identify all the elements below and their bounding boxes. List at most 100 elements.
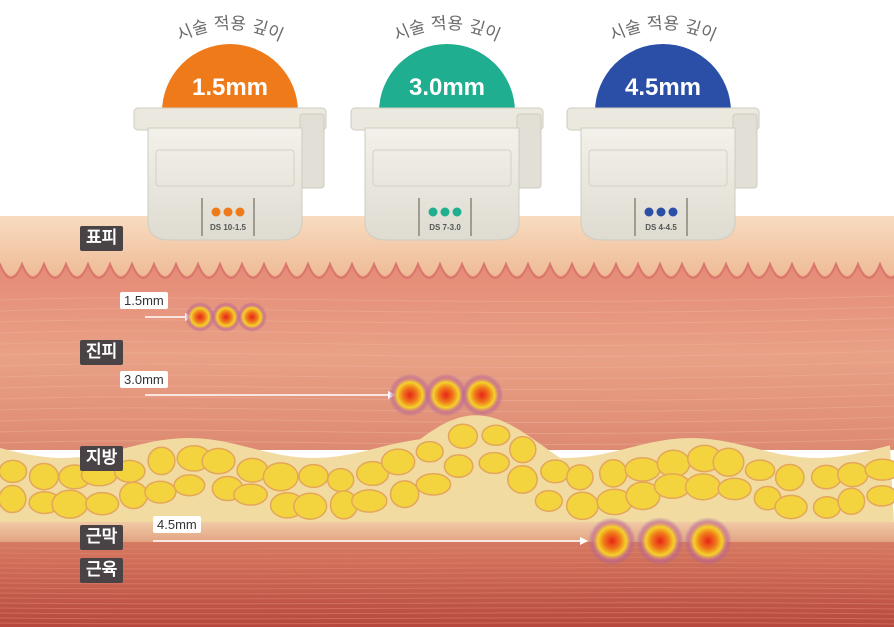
fat-cell [656,449,691,478]
dermis-fiber [0,328,894,336]
fat-cell [85,491,120,516]
cartridge-cap [566,107,760,131]
cartridge-indicator-dot [452,207,462,217]
muscle-fibers [0,547,894,625]
label-epidermis: 표피 [80,226,124,251]
cartridge-indicator-dot [644,207,654,217]
fat-cell [293,492,328,520]
muscle-fiber [0,572,894,575]
depth-dome [379,44,515,112]
fat-cell [864,458,894,481]
fat-cell [389,480,420,509]
muscle-fiber [0,562,894,565]
cartridge-clip [299,113,325,189]
fat-cell [509,435,537,464]
fat-cell [355,460,390,487]
cartridge-model: DS 7-3.0 [429,223,461,232]
fat-cell [415,473,452,496]
muscle-layer [0,542,894,627]
fat-cell [774,463,805,492]
fat-cell [625,481,661,511]
fat-cell [447,423,479,449]
cartridge-indicator-dot [211,207,221,217]
fat-cell [173,474,206,497]
focal-point [237,302,267,332]
fat-cell [351,489,388,513]
dermis-fiber [0,306,894,314]
label-muscle: 근육 [80,558,124,583]
fat-cell [478,451,510,475]
depth-tag-2: 3.0mm [120,371,168,388]
depth-dome [162,44,298,112]
fat-cell [144,480,177,504]
muscle-fiber [0,567,894,570]
dermis-fiber [0,394,894,402]
fat-cell [481,424,511,447]
depth-dome-label: 1.5mm [192,74,268,101]
cartridge-body [580,127,736,241]
dermis-fiber [0,427,894,435]
depth-markers [145,302,732,565]
fat-cell [712,447,745,477]
fat-cell [717,477,752,501]
focal-point [588,517,636,565]
dermis-fiber [0,383,894,391]
cartridge-body [364,127,520,241]
muscle-fiber [0,557,894,560]
cartridge-indicator-dot [440,207,450,217]
label-fascia: 근막 [80,525,124,550]
muscle-fiber [0,622,894,625]
cartridge-model: DS 10-1.5 [210,223,247,232]
fat-cell [118,481,149,510]
depth-dome [595,44,731,112]
muscle-fiber [0,552,894,555]
fat-cell [866,484,894,507]
fat-cell [507,465,538,494]
fat-cell [566,464,594,491]
dermis-fiber [0,372,894,380]
fat-cell [0,484,27,514]
fat-cell [443,454,474,479]
fat-cell [837,487,866,516]
muscle-fiber [0,602,894,605]
focal-point [185,302,215,332]
depth-tag-3: 4.5mm [153,516,201,533]
cartridge-indicator-dot [656,207,666,217]
muscle-fiber [0,582,894,585]
fat-cell [598,459,628,488]
fat-cell [0,459,28,484]
dermis-papillae [0,261,894,279]
dermis-fiber [0,405,894,413]
label-dermis: 진피 [80,340,124,365]
cartridge-indicator-dot [668,207,678,217]
cartridge-window [588,149,728,187]
fat-cell [262,462,299,492]
fat-cell [540,459,571,484]
fat-cell [51,489,89,519]
cartridge-body [147,127,303,241]
muscle-fiber [0,587,894,590]
cartridge-clip [516,113,542,189]
cartridge-window [372,149,512,187]
cartridge-indicator-dot [223,207,233,217]
fat-cell [415,440,444,463]
label-fat: 지방 [80,446,124,471]
muscle-fiber [0,612,894,615]
fat-cell [624,456,661,482]
fat-cell [774,494,808,520]
muscle-fiber [0,597,894,600]
focal-point [636,517,684,565]
fat-cell [565,491,599,521]
fat-cell [812,495,842,519]
depth-dome-label: 3.0mm [409,74,485,101]
fat-cell [201,447,236,475]
muscle-fiber [0,592,894,595]
fat-cell [298,463,329,489]
fat-cell [147,446,176,476]
cartridge-model: DS 4-4.5 [645,223,677,232]
focal-point [424,373,468,417]
cartridge-window [155,149,295,187]
